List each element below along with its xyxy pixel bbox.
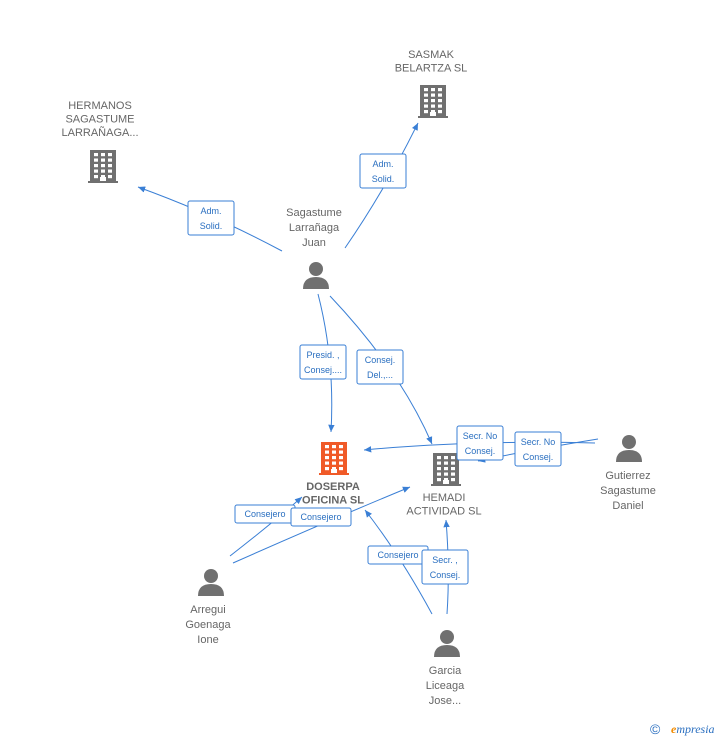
node-label-hermanos: SAGASTUME bbox=[65, 114, 134, 126]
node-label-daniel: Sagastume bbox=[600, 485, 656, 497]
node-label-doserpa: OFICINA SL bbox=[302, 495, 364, 507]
node-jose[interactable]: GarciaLiceagaJose... bbox=[426, 630, 465, 707]
edge-label-ione-doserpa[interactable]: Consejero bbox=[234, 504, 296, 524]
node-label-ione: Arregui bbox=[190, 604, 225, 616]
brand-first-letter: e bbox=[671, 722, 677, 736]
edge-label-text: Presid. , bbox=[306, 350, 339, 360]
edge-label-juan-doserpa[interactable]: Presid. , Consej.... bbox=[299, 344, 347, 380]
edge-label-text: Consej. bbox=[465, 446, 496, 456]
node-label-jose: Jose... bbox=[429, 695, 461, 707]
edge-label-box bbox=[359, 153, 407, 189]
edge-label-text: Consej. bbox=[523, 452, 554, 462]
person-icon bbox=[198, 569, 224, 596]
edge-label-box bbox=[456, 425, 504, 461]
edge-label-text: Secr. , bbox=[432, 555, 458, 565]
edge-label-text: Secr. No bbox=[463, 431, 498, 441]
edge-label-box bbox=[187, 200, 235, 236]
node-doserpa[interactable]: DOSERPA OFICINA SL bbox=[302, 442, 364, 507]
node-label-daniel: Gutierrez bbox=[605, 470, 650, 482]
edge-label-text: Consej.... bbox=[304, 365, 342, 375]
node-label-ione: Ione bbox=[197, 634, 218, 646]
edge-label-box bbox=[299, 344, 347, 380]
edge-label-box bbox=[421, 549, 469, 585]
building-icon bbox=[418, 85, 448, 118]
node-label-jose: Garcia bbox=[429, 665, 462, 677]
edge-label-box bbox=[290, 507, 352, 527]
edge-label-juan-hemadi[interactable]: Consej. Del.,... bbox=[356, 349, 404, 385]
edge-label-box bbox=[356, 349, 404, 385]
edge-label-ione-hemadi[interactable]: Consejero bbox=[290, 507, 352, 527]
edge-label-text: Consejero bbox=[377, 550, 418, 560]
edge-label-text: Adm. bbox=[200, 206, 221, 216]
edge-label-juan-hermanos[interactable]: Adm. Solid. bbox=[187, 200, 235, 236]
edge-label-text: Adm. bbox=[372, 159, 393, 169]
edge-label-box bbox=[514, 431, 562, 467]
node-hermanos[interactable]: HERMANOS SAGASTUMELARRAÑAGA... bbox=[61, 100, 139, 183]
edge-label-text: Consejero bbox=[244, 509, 285, 519]
edge-label-jose-hemadi[interactable]: Secr. , Consej. bbox=[421, 549, 469, 585]
node-label-juan: Juan bbox=[302, 237, 326, 249]
person-icon bbox=[303, 262, 329, 289]
node-label-hermanos: LARRAÑAGA... bbox=[61, 126, 138, 139]
node-label-doserpa: DOSERPA bbox=[306, 481, 360, 493]
brand-name: empresia bbox=[671, 722, 715, 736]
brand-rest: mpresia bbox=[676, 722, 714, 736]
building-icon bbox=[319, 442, 349, 475]
edge-label-text: Consej. bbox=[365, 355, 396, 365]
node-sasmak[interactable]: SASMAK BELARTZA SL bbox=[395, 49, 468, 118]
node-label-sasmak: SASMAK bbox=[408, 49, 455, 61]
node-label-juan: Sagastume bbox=[286, 207, 342, 219]
building-icon bbox=[431, 453, 461, 486]
edge-label-text: Solid. bbox=[372, 174, 395, 184]
node-label-ione: Goenaga bbox=[185, 619, 231, 631]
node-label-juan: Larrañaga bbox=[289, 222, 340, 234]
building-icon bbox=[88, 150, 118, 183]
edge-label-text: Solid. bbox=[200, 221, 223, 231]
node-label-jose: Liceaga bbox=[426, 680, 465, 692]
edge-label-daniel-doserpa[interactable]: Secr. No Consej. bbox=[456, 425, 504, 461]
edge-label-text: Secr. No bbox=[521, 437, 556, 447]
node-label-daniel: Daniel bbox=[612, 500, 643, 512]
copyright-symbol: © bbox=[650, 721, 661, 737]
person-icon bbox=[616, 435, 642, 462]
node-label-sasmak: BELARTZA SL bbox=[395, 63, 468, 75]
person-icon bbox=[434, 630, 460, 657]
edge-label-text: Del.,... bbox=[367, 370, 393, 380]
edge-label-juan-sasmak[interactable]: Adm. Solid. bbox=[359, 153, 407, 189]
edge-label-text: Consej. bbox=[430, 570, 461, 580]
edge-label-daniel-hemadi[interactable]: Secr. No Consej. bbox=[514, 431, 562, 467]
edge-ione-doserpa bbox=[229, 496, 303, 557]
edge-label-jose-doserpa[interactable]: Consejero bbox=[367, 545, 429, 565]
edge-label-text: Consejero bbox=[300, 512, 341, 522]
footer-logo[interactable]: © empresia bbox=[650, 721, 715, 737]
node-label-hemadi: ACTIVIDAD SL bbox=[406, 506, 481, 518]
edge-labels-layer: Adm. Solid. Adm. Solid. Presid. , Consej.... C… bbox=[187, 153, 562, 585]
node-label-hermanos: HERMANOS bbox=[68, 100, 132, 112]
node-label-hemadi: HEMADI bbox=[423, 492, 466, 504]
node-hemadi[interactable]: HEMADI ACTIVIDAD SL bbox=[406, 453, 482, 518]
